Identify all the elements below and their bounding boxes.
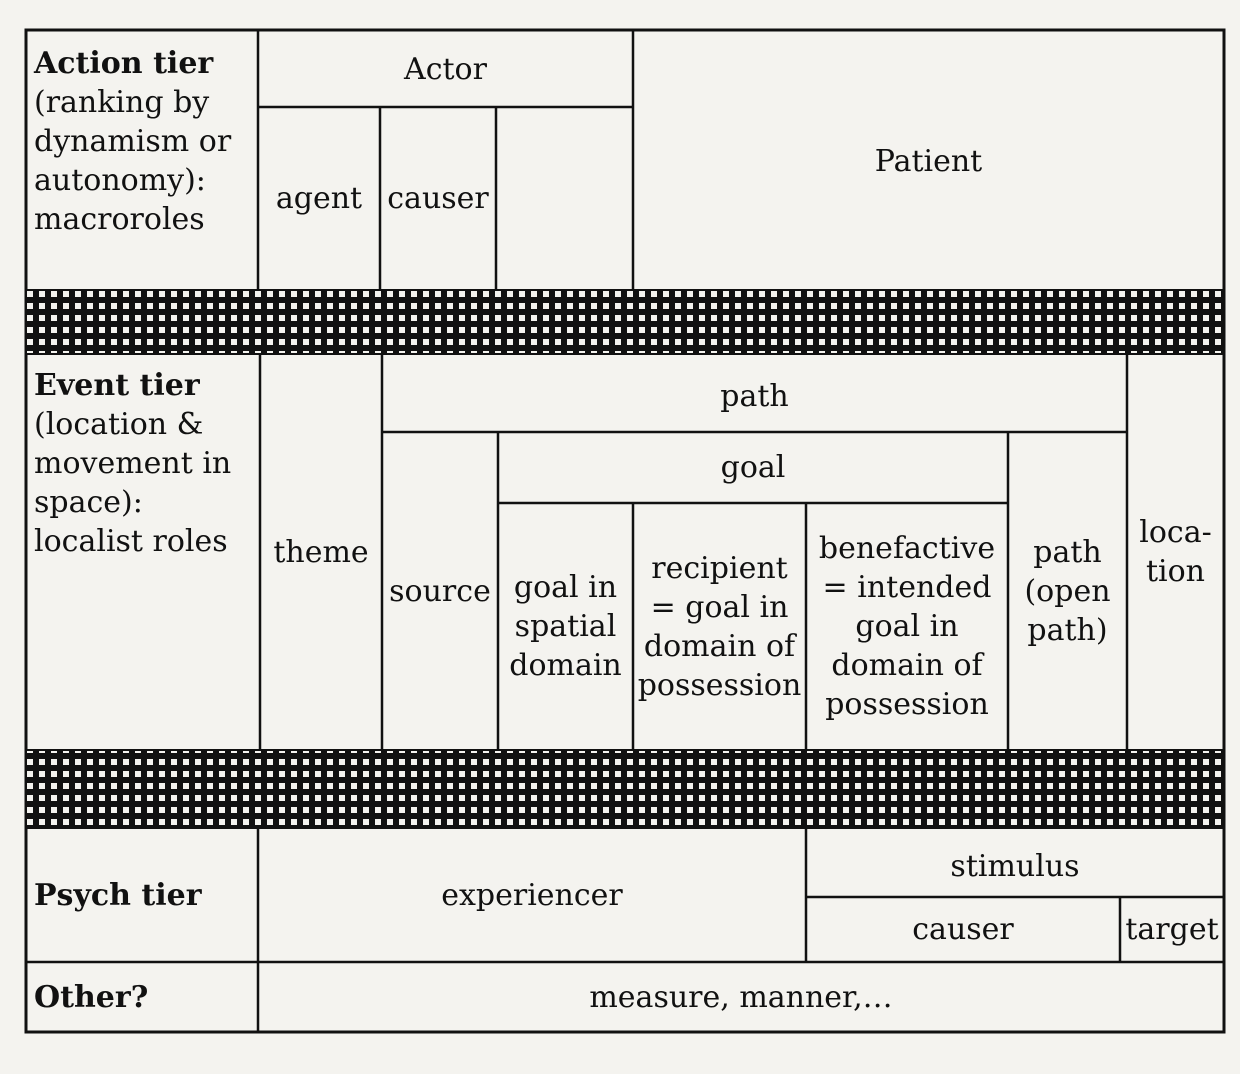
experiencer-cell: experiencer bbox=[441, 877, 623, 913]
outer-border bbox=[24, 28, 1226, 1034]
action-tier-grid bbox=[256, 30, 635, 290]
separator-band-top bbox=[25, 289, 1225, 355]
psych-causer-cell: causer bbox=[912, 912, 1014, 947]
action-tier-title: Action tier bbox=[34, 46, 214, 81]
separator-band-bottom bbox=[25, 749, 1225, 829]
causer-cell: causer bbox=[387, 181, 489, 216]
patient-cell: Patient bbox=[874, 143, 983, 179]
event-tier-subtitle: (location & movement in space): localist… bbox=[34, 407, 232, 559]
benefactive-cell: benefactive = intended goal in domain of… bbox=[818, 531, 996, 722]
goal-spatial-cell: goal in spatial domain bbox=[509, 570, 622, 683]
actor-header: Actor bbox=[404, 52, 487, 87]
event-tier-title: Event tier bbox=[34, 368, 200, 403]
path-header: path bbox=[720, 378, 789, 414]
recipient-cell: recipient = goal in domain of possession bbox=[637, 550, 802, 703]
agent-cell: agent bbox=[275, 181, 363, 216]
action-tier-subtitle: (ranking by dynamism or autonomy): macro… bbox=[34, 85, 232, 237]
stimulus-header: stimulus bbox=[950, 848, 1080, 884]
target-cell: target bbox=[1125, 912, 1219, 947]
source-cell: source bbox=[389, 573, 491, 609]
other-tier-title: Other? bbox=[34, 979, 149, 1015]
location-cell: loca- tion bbox=[1139, 515, 1212, 589]
event-tier-label: Event tier (location & movement in space… bbox=[34, 366, 258, 626]
action-tier-label: Action tier (ranking by dynamism or auto… bbox=[34, 44, 256, 284]
event-tier-grid bbox=[258, 354, 1129, 750]
goal-header: goal bbox=[720, 450, 786, 485]
psych-tier-title: Psych tier bbox=[34, 877, 202, 913]
psych-tier-grid bbox=[26, 828, 1224, 1032]
other-content-cell: measure, manner,… bbox=[589, 979, 893, 1015]
theme-cell: theme bbox=[273, 534, 369, 570]
open-path-cell: path (open path) bbox=[1024, 534, 1111, 648]
